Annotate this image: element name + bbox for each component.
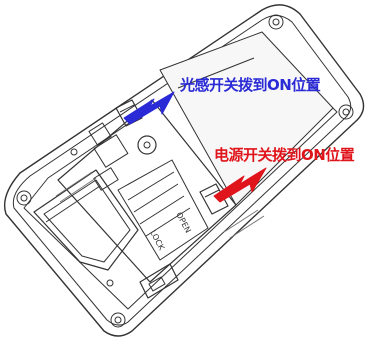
enclosure-outline: [3, 4, 365, 337]
usb-port: [139, 263, 179, 299]
back-panel: [159, 31, 334, 206]
buzzer: [137, 135, 157, 155]
card-slot: [117, 159, 209, 261]
chip-b: [93, 167, 119, 191]
pcb-board: [57, 99, 237, 283]
red-arrow-icon: [213, 167, 267, 203]
power-instruction: 电源开关拨到ON位置: [214, 146, 355, 164]
lock-label: LOCK: [148, 229, 166, 253]
open-label: OPEN: [174, 211, 192, 235]
chip-a: [88, 122, 112, 146]
blue-arrow-icon: [123, 91, 175, 125]
light-sensor-switch: [115, 99, 143, 127]
battery-pack: [33, 169, 139, 271]
light-sensor-instruction: 光感开关拨到ON位置: [180, 76, 321, 94]
power-switch: [199, 183, 229, 215]
chip-c: [93, 134, 129, 168]
